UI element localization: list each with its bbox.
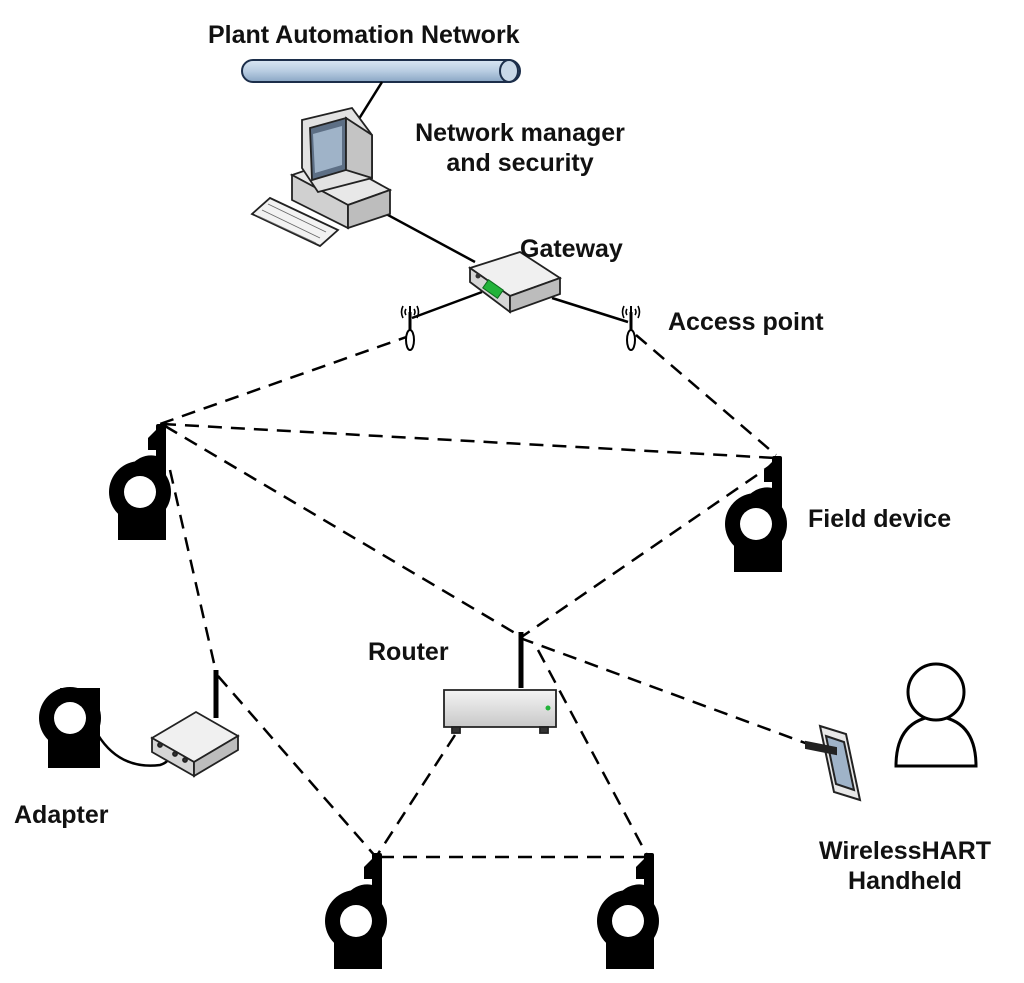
gateway-label: Gateway [520, 235, 623, 263]
adapter-icon [150, 670, 240, 778]
handheld-label-line2: Handheld [848, 867, 962, 895]
antenna-icon [621, 304, 641, 352]
antenna-icon [400, 304, 420, 352]
gateway-icon [467, 251, 563, 314]
plant-network-label: Plant Automation Network [208, 21, 520, 49]
network-manager-label-line1: Network manager [415, 119, 625, 147]
router-label: Router [368, 638, 449, 666]
field-device-icon [725, 456, 787, 572]
handheld-icon [805, 724, 862, 802]
access-point-label: Access point [668, 308, 824, 336]
adapter-label: Adapter [14, 801, 109, 829]
computer-icon [250, 106, 393, 248]
adapter-field-device-icon [39, 687, 101, 768]
router-icon [443, 632, 557, 734]
field-device-icon [325, 853, 387, 969]
handheld-label-line1: WirelessHART [818, 837, 992, 865]
user-icon [894, 662, 978, 768]
field-device-icon [109, 424, 171, 540]
field-device-icon [597, 853, 659, 969]
network-manager-label-line2: and security [446, 149, 594, 177]
handheld-label: WirelessHART Handheld [800, 836, 1010, 896]
field-device-label: Field device [808, 505, 952, 533]
network-manager-label: Network manager and security [400, 118, 640, 178]
wireless-links [159, 333, 809, 859]
bus-pipe [241, 59, 521, 83]
